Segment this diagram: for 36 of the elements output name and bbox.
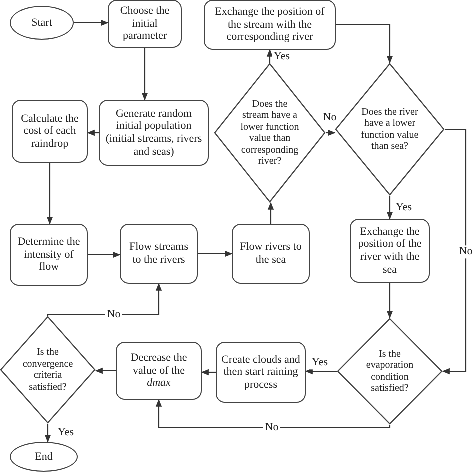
arrow bbox=[88, 252, 121, 258]
process-box: Exchange the position of the stream with the corresponding river bbox=[204, 0, 336, 50]
arrow bbox=[87, 130, 99, 136]
arrow bbox=[386, 283, 394, 319]
terminal-ellipse: Start bbox=[10, 6, 74, 40]
process-box: Choose the initial parameter bbox=[108, 0, 182, 48]
arrow bbox=[386, 196, 394, 220]
process-box: Exchange the position of the river with the sea bbox=[350, 219, 430, 283]
arrow bbox=[142, 48, 148, 101]
process-box: Flow rivers to the sea bbox=[232, 224, 310, 284]
arrow bbox=[156, 399, 391, 429]
process-box: Flow streams to the rivers bbox=[120, 224, 198, 284]
arrow bbox=[305, 368, 337, 375]
arrow bbox=[201, 369, 216, 376]
decision-diamond: Is the evaporation condition satisfied? bbox=[337, 318, 443, 425]
arrow bbox=[95, 368, 116, 374]
decision-diamond: Does the river have a lower function value than sea? bbox=[335, 63, 445, 196]
arrow bbox=[326, 130, 336, 136]
arrow bbox=[198, 250, 233, 258]
arrow bbox=[268, 202, 274, 224]
process-box: Determine the intensity of flow bbox=[10, 224, 88, 286]
arrow bbox=[266, 49, 274, 63]
edge-label: Yes bbox=[310, 356, 330, 370]
arrow bbox=[442, 128, 467, 375]
decision-diamond: Is the convergence criteria satisfied? bbox=[0, 316, 96, 424]
arrow bbox=[46, 163, 54, 225]
arrow bbox=[44, 424, 52, 443]
process-box: Decrease the value of the dmax bbox=[116, 342, 202, 400]
arrow bbox=[47, 283, 162, 316]
arrow bbox=[336, 24, 394, 64]
arrow bbox=[74, 20, 109, 26]
process-box: Calculate the cost of each raindrop bbox=[12, 100, 88, 163]
terminal-ellipse: End bbox=[10, 442, 78, 472]
process-box: Generate random initial population (initial streams, rivers and seas) bbox=[99, 100, 209, 166]
edge-label: No bbox=[457, 246, 474, 258]
process-box: Create clouds and then start raining process bbox=[216, 342, 306, 403]
